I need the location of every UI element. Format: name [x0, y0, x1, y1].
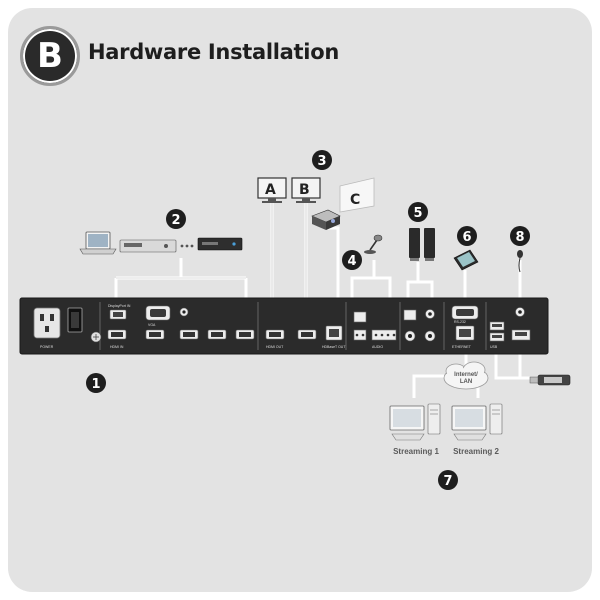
power-switch	[67, 307, 83, 333]
streaming-pc-2-icon	[451, 403, 503, 441]
displayport-input	[109, 309, 127, 320]
callout-1-number: 1	[91, 377, 100, 392]
projector-icon	[311, 209, 341, 230]
callout-8-number: 8	[515, 230, 524, 245]
display-b-icon	[291, 177, 321, 203]
hdmi-in-ports	[107, 329, 255, 340]
vga-input	[145, 305, 171, 321]
audio-output-jacks	[403, 309, 436, 342]
callout-2-number: 2	[171, 213, 180, 228]
ethernet-label: ETHERNET	[452, 345, 472, 349]
hdmi-out-ports	[265, 329, 317, 340]
network-cloud-icon	[443, 361, 489, 390]
callout-7-number: 7	[443, 474, 452, 489]
callout-2: 2	[166, 209, 186, 229]
display-a-icon	[257, 177, 287, 203]
callout-5: 5	[408, 202, 428, 222]
callout-5-number: 5	[413, 206, 422, 221]
callout-1: 1	[86, 373, 106, 393]
vga-label: VGA	[148, 323, 156, 327]
streaming-1-label: Streaming 1	[393, 447, 439, 456]
microphone-icon	[364, 234, 383, 254]
rs232-port	[451, 305, 479, 320]
displayport-label: DisplayPort IN	[108, 304, 131, 308]
cloud-label-line1: Internet/	[454, 372, 478, 378]
callout-3: 3	[312, 150, 332, 170]
ellipsis-icon	[180, 244, 194, 248]
touch-panel-icon	[453, 249, 479, 271]
power-label: POWER	[40, 345, 54, 349]
section-badge: B	[20, 26, 80, 86]
display-c-label: C	[350, 192, 360, 208]
blu-ray-player-icon	[197, 237, 243, 251]
ground-screw	[90, 331, 102, 343]
usb-ports	[489, 321, 531, 342]
callout-6-number: 6	[462, 230, 471, 245]
page-title: Hardware Installation	[88, 40, 339, 64]
power-inlet	[33, 307, 61, 339]
rs232-label: RS-232	[454, 320, 466, 324]
hdmi-in-label: HDMI IN	[110, 345, 124, 349]
streaming-pc-1-icon	[389, 403, 441, 441]
hdmi-out-label: HDMI OUT	[266, 345, 284, 349]
callout-6: 6	[457, 226, 477, 246]
section-badge-letter: B	[37, 36, 63, 76]
cloud-label-line2: LAN	[460, 379, 472, 385]
media-player-icon	[119, 239, 177, 253]
ethernet-port	[455, 325, 475, 341]
callout-3-number: 3	[317, 154, 326, 169]
audio-label: AUDIO	[372, 345, 383, 349]
callout-8: 8	[510, 226, 530, 246]
usb-label: USB	[490, 345, 498, 349]
display-a-label: A	[265, 182, 276, 198]
display-b-label: B	[299, 182, 310, 198]
ir-receiver-icon	[517, 250, 523, 273]
hdbaset-port	[325, 325, 343, 341]
connection-line-outlines	[116, 202, 307, 298]
audio-terminal-blocks	[353, 311, 397, 341]
usb-flash-drive-icon	[529, 374, 571, 386]
hdbaset-label: HDBaseT OUT	[322, 345, 346, 349]
streaming-2-label: Streaming 2	[453, 447, 499, 456]
callout-7: 7	[438, 470, 458, 490]
audio-jack-vga	[179, 307, 189, 317]
laptop-icon	[79, 231, 117, 255]
projection-screen-icon	[339, 177, 375, 213]
callout-4: 4	[342, 250, 362, 270]
ir-jack	[515, 307, 525, 317]
speakers-icon	[409, 228, 435, 261]
callout-4-number: 4	[347, 254, 356, 269]
